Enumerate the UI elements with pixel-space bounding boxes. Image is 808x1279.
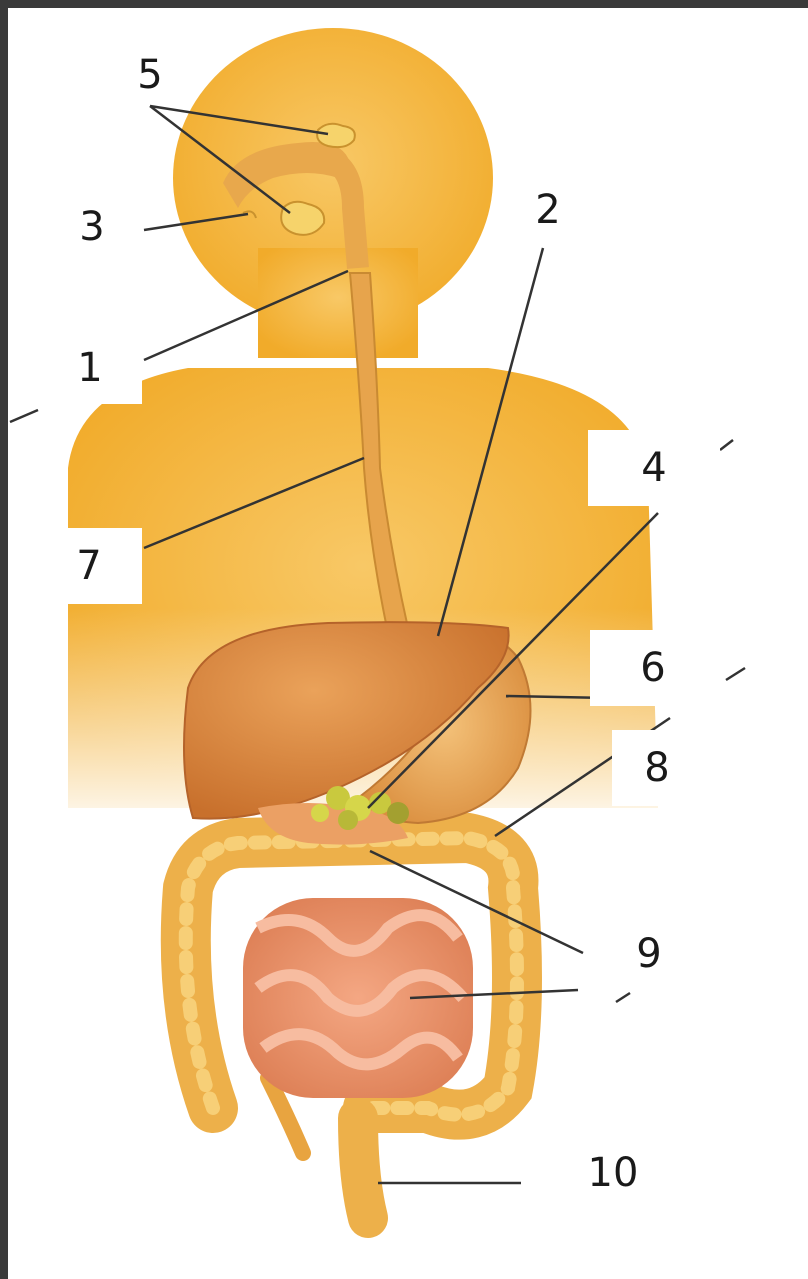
label-9: 9	[636, 934, 661, 974]
stray-mark-3	[726, 668, 745, 680]
label-box-1: 1	[38, 332, 142, 404]
label-7: 7	[76, 546, 101, 586]
label-5: 5	[137, 55, 162, 95]
diagram-frame: 5 3 1 2 7 4 6 8 9 10	[8, 8, 808, 1279]
label-2: 2	[535, 190, 560, 230]
label-3: 3	[79, 207, 104, 247]
label-box-9: 9	[604, 922, 694, 986]
stray-mark-2	[720, 440, 733, 450]
label-box-7: 7	[36, 528, 142, 604]
label-6: 6	[640, 648, 665, 688]
label-box-8: 8	[612, 730, 702, 806]
label-box-6: 6	[590, 630, 716, 706]
label-1: 1	[77, 348, 102, 388]
stray-mark-4	[616, 993, 630, 1002]
label-box-2: 2	[513, 180, 583, 240]
label-box-3: 3	[42, 194, 142, 260]
label-box-5: 5	[120, 46, 180, 104]
label-box-4: 4	[588, 430, 720, 506]
small-intestine	[243, 898, 473, 1098]
label-8: 8	[644, 748, 669, 788]
label-10: 10	[588, 1153, 639, 1193]
label-4: 4	[641, 448, 666, 488]
stray-mark-1	[10, 410, 38, 422]
label-box-10: 10	[568, 1138, 658, 1208]
